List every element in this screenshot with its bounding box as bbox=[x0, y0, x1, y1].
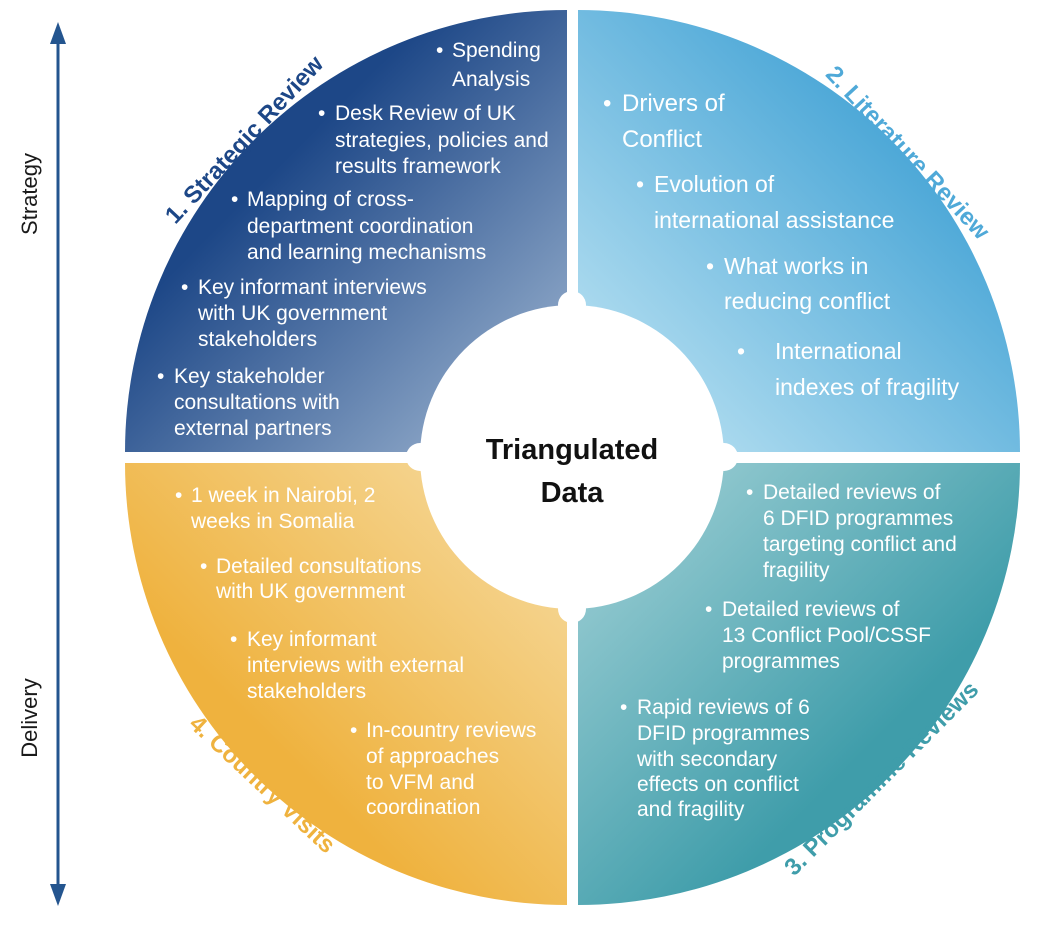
programme-bullet-1-line1: Detailed reviews of bbox=[763, 481, 941, 504]
country-bullet-4-line3: to VFM and bbox=[366, 771, 475, 794]
programme-bullet-2: • Detailed reviews of 13 Conflict Pool/C… bbox=[705, 598, 931, 673]
svg-text:•: • bbox=[746, 481, 753, 504]
svg-text:•: • bbox=[603, 90, 611, 117]
programme-bullet-3-line5: and fragility bbox=[637, 798, 745, 821]
country-bullet-1-line1: 1 week in Nairobi, 2 bbox=[191, 484, 375, 507]
strategy-delivery-axis bbox=[50, 22, 66, 906]
svg-text:•: • bbox=[620, 696, 627, 719]
svg-text:•: • bbox=[636, 171, 644, 197]
axis-arrow-up-icon bbox=[50, 22, 66, 44]
axis-label-strategy: Strategy bbox=[17, 153, 42, 235]
svg-text:•: • bbox=[436, 39, 443, 62]
strategic-bullet-1: • Spending Analysis bbox=[436, 39, 541, 91]
strategic-bullet-1-line2: Analysis bbox=[452, 68, 530, 91]
country-bullet-3-line1: Key informant bbox=[247, 628, 377, 651]
programme-bullet-2-line2: 13 Conflict Pool/CSSF bbox=[722, 624, 931, 647]
country-bullet-4-line4: coordination bbox=[366, 796, 480, 819]
literature-bullet-3-line2: reducing conflict bbox=[724, 288, 891, 314]
centre-label-line2: Data bbox=[541, 477, 605, 509]
strategic-bullet-2: • Desk Review of UK strategies, policies… bbox=[318, 102, 549, 178]
strategic-bullet-5: • Key stakeholder consultations with ext… bbox=[157, 365, 340, 440]
quadrant-country-visits bbox=[125, 463, 567, 905]
svg-text:•: • bbox=[706, 253, 714, 279]
strategic-bullet-4-line3: stakeholders bbox=[198, 328, 317, 351]
literature-bullet-4: • International indexes of fragility bbox=[737, 338, 960, 400]
strategic-bullet-4-line1: Key informant interviews bbox=[198, 276, 427, 299]
strategic-bullet-2-line1: Desk Review of UK bbox=[335, 102, 516, 125]
country-bullet-2: • Detailed consultations with UK governm… bbox=[200, 555, 421, 603]
centre-hub bbox=[406, 291, 738, 623]
country-bullet-3: • Key informant interviews with external… bbox=[230, 628, 464, 703]
literature-bullet-4-line1: International bbox=[775, 338, 902, 364]
country-bullet-1: • 1 week in Nairobi, 2 weeks in Somalia bbox=[175, 484, 375, 533]
strategic-bullet-5-line3: external partners bbox=[174, 417, 332, 440]
programme-bullet-3-line1: Rapid reviews of 6 bbox=[637, 696, 810, 719]
centre-label-line1: Triangulated bbox=[486, 434, 658, 466]
svg-text:•: • bbox=[350, 719, 357, 742]
svg-text:•: • bbox=[175, 484, 182, 507]
strategic-bullet-5-line1: Key stakeholder bbox=[174, 365, 325, 388]
strategic-bullet-5-line2: consultations with bbox=[174, 391, 340, 414]
svg-text:•: • bbox=[181, 276, 188, 299]
axis-label-delivery: Delivery bbox=[17, 678, 42, 757]
svg-text:•: • bbox=[200, 555, 207, 578]
quadrant-literature-review bbox=[578, 10, 1020, 452]
strategic-bullet-4: • Key informant interviews with UK gover… bbox=[181, 276, 427, 351]
country-bullet-4-line1: In-country reviews bbox=[366, 719, 536, 742]
programme-bullet-2-line3: programmes bbox=[722, 650, 840, 673]
literature-bullet-2-line2: international assistance bbox=[654, 207, 894, 233]
strategic-bullet-3-line3: and learning mechanisms bbox=[247, 241, 486, 264]
strategic-bullet-2-line2: strategies, policies and bbox=[335, 129, 549, 152]
programme-bullet-2-line1: Detailed reviews of bbox=[722, 598, 900, 621]
country-bullet-1-line2: weeks in Somalia bbox=[190, 510, 355, 533]
svg-text:•: • bbox=[705, 598, 712, 621]
strategic-bullet-3: • Mapping of cross- department coordinat… bbox=[231, 188, 486, 264]
literature-bullet-1: • Drivers of Conflict bbox=[603, 90, 725, 153]
strategic-bullet-3-line2: department coordination bbox=[247, 215, 473, 238]
strategic-bullet-3-line1: Mapping of cross- bbox=[247, 188, 414, 211]
programme-bullet-1: • Detailed reviews of 6 DFID programmes … bbox=[746, 481, 957, 582]
svg-text:•: • bbox=[318, 102, 325, 125]
country-bullet-4-line2: of approaches bbox=[366, 745, 499, 768]
programme-bullet-3: • Rapid reviews of 6 DFID programmes wit… bbox=[620, 696, 810, 821]
literature-bullet-3-line1: What works in bbox=[724, 253, 868, 279]
country-bullet-3-line2: interviews with external bbox=[247, 654, 464, 677]
literature-bullet-2-line1: Evolution of bbox=[654, 171, 775, 197]
literature-bullet-1-line2: Conflict bbox=[622, 126, 702, 153]
svg-text:•: • bbox=[157, 365, 164, 388]
programme-bullet-3-line4: effects on conflict bbox=[637, 773, 799, 796]
country-bullet-2-line2: with UK government bbox=[215, 580, 405, 603]
country-bullet-2-line1: Detailed consultations bbox=[216, 555, 421, 578]
axis-arrow-down-icon bbox=[50, 884, 66, 906]
programme-bullet-1-line2: 6 DFID programmes bbox=[763, 507, 953, 530]
literature-bullet-1-line1: Drivers of bbox=[622, 90, 725, 117]
strategic-bullet-4-line2: with UK government bbox=[197, 302, 387, 325]
quadrant-strategic-review bbox=[125, 10, 567, 452]
programme-bullet-3-line3: with secondary bbox=[636, 748, 778, 771]
quadrant-programme-reviews bbox=[578, 463, 1020, 905]
svg-text:•: • bbox=[231, 188, 238, 211]
programme-bullet-1-line3: targeting conflict and bbox=[763, 533, 957, 556]
country-bullet-3-line3: stakeholders bbox=[247, 680, 366, 703]
country-bullet-4: • In-country reviews of approaches to VF… bbox=[350, 719, 536, 819]
literature-bullet-4-line2: indexes of fragility bbox=[775, 374, 960, 400]
programme-bullet-3-line2: DFID programmes bbox=[637, 722, 810, 745]
strategic-bullet-1-line1: Spending bbox=[452, 39, 541, 62]
literature-bullet-2: • Evolution of international assistance bbox=[636, 171, 894, 233]
strategic-bullet-2-line3: results framework bbox=[335, 155, 501, 178]
programme-bullet-1-line4: fragility bbox=[763, 559, 830, 582]
svg-text:•: • bbox=[230, 628, 237, 651]
literature-bullet-3: • What works in reducing conflict bbox=[706, 253, 891, 314]
svg-text:•: • bbox=[737, 338, 745, 364]
